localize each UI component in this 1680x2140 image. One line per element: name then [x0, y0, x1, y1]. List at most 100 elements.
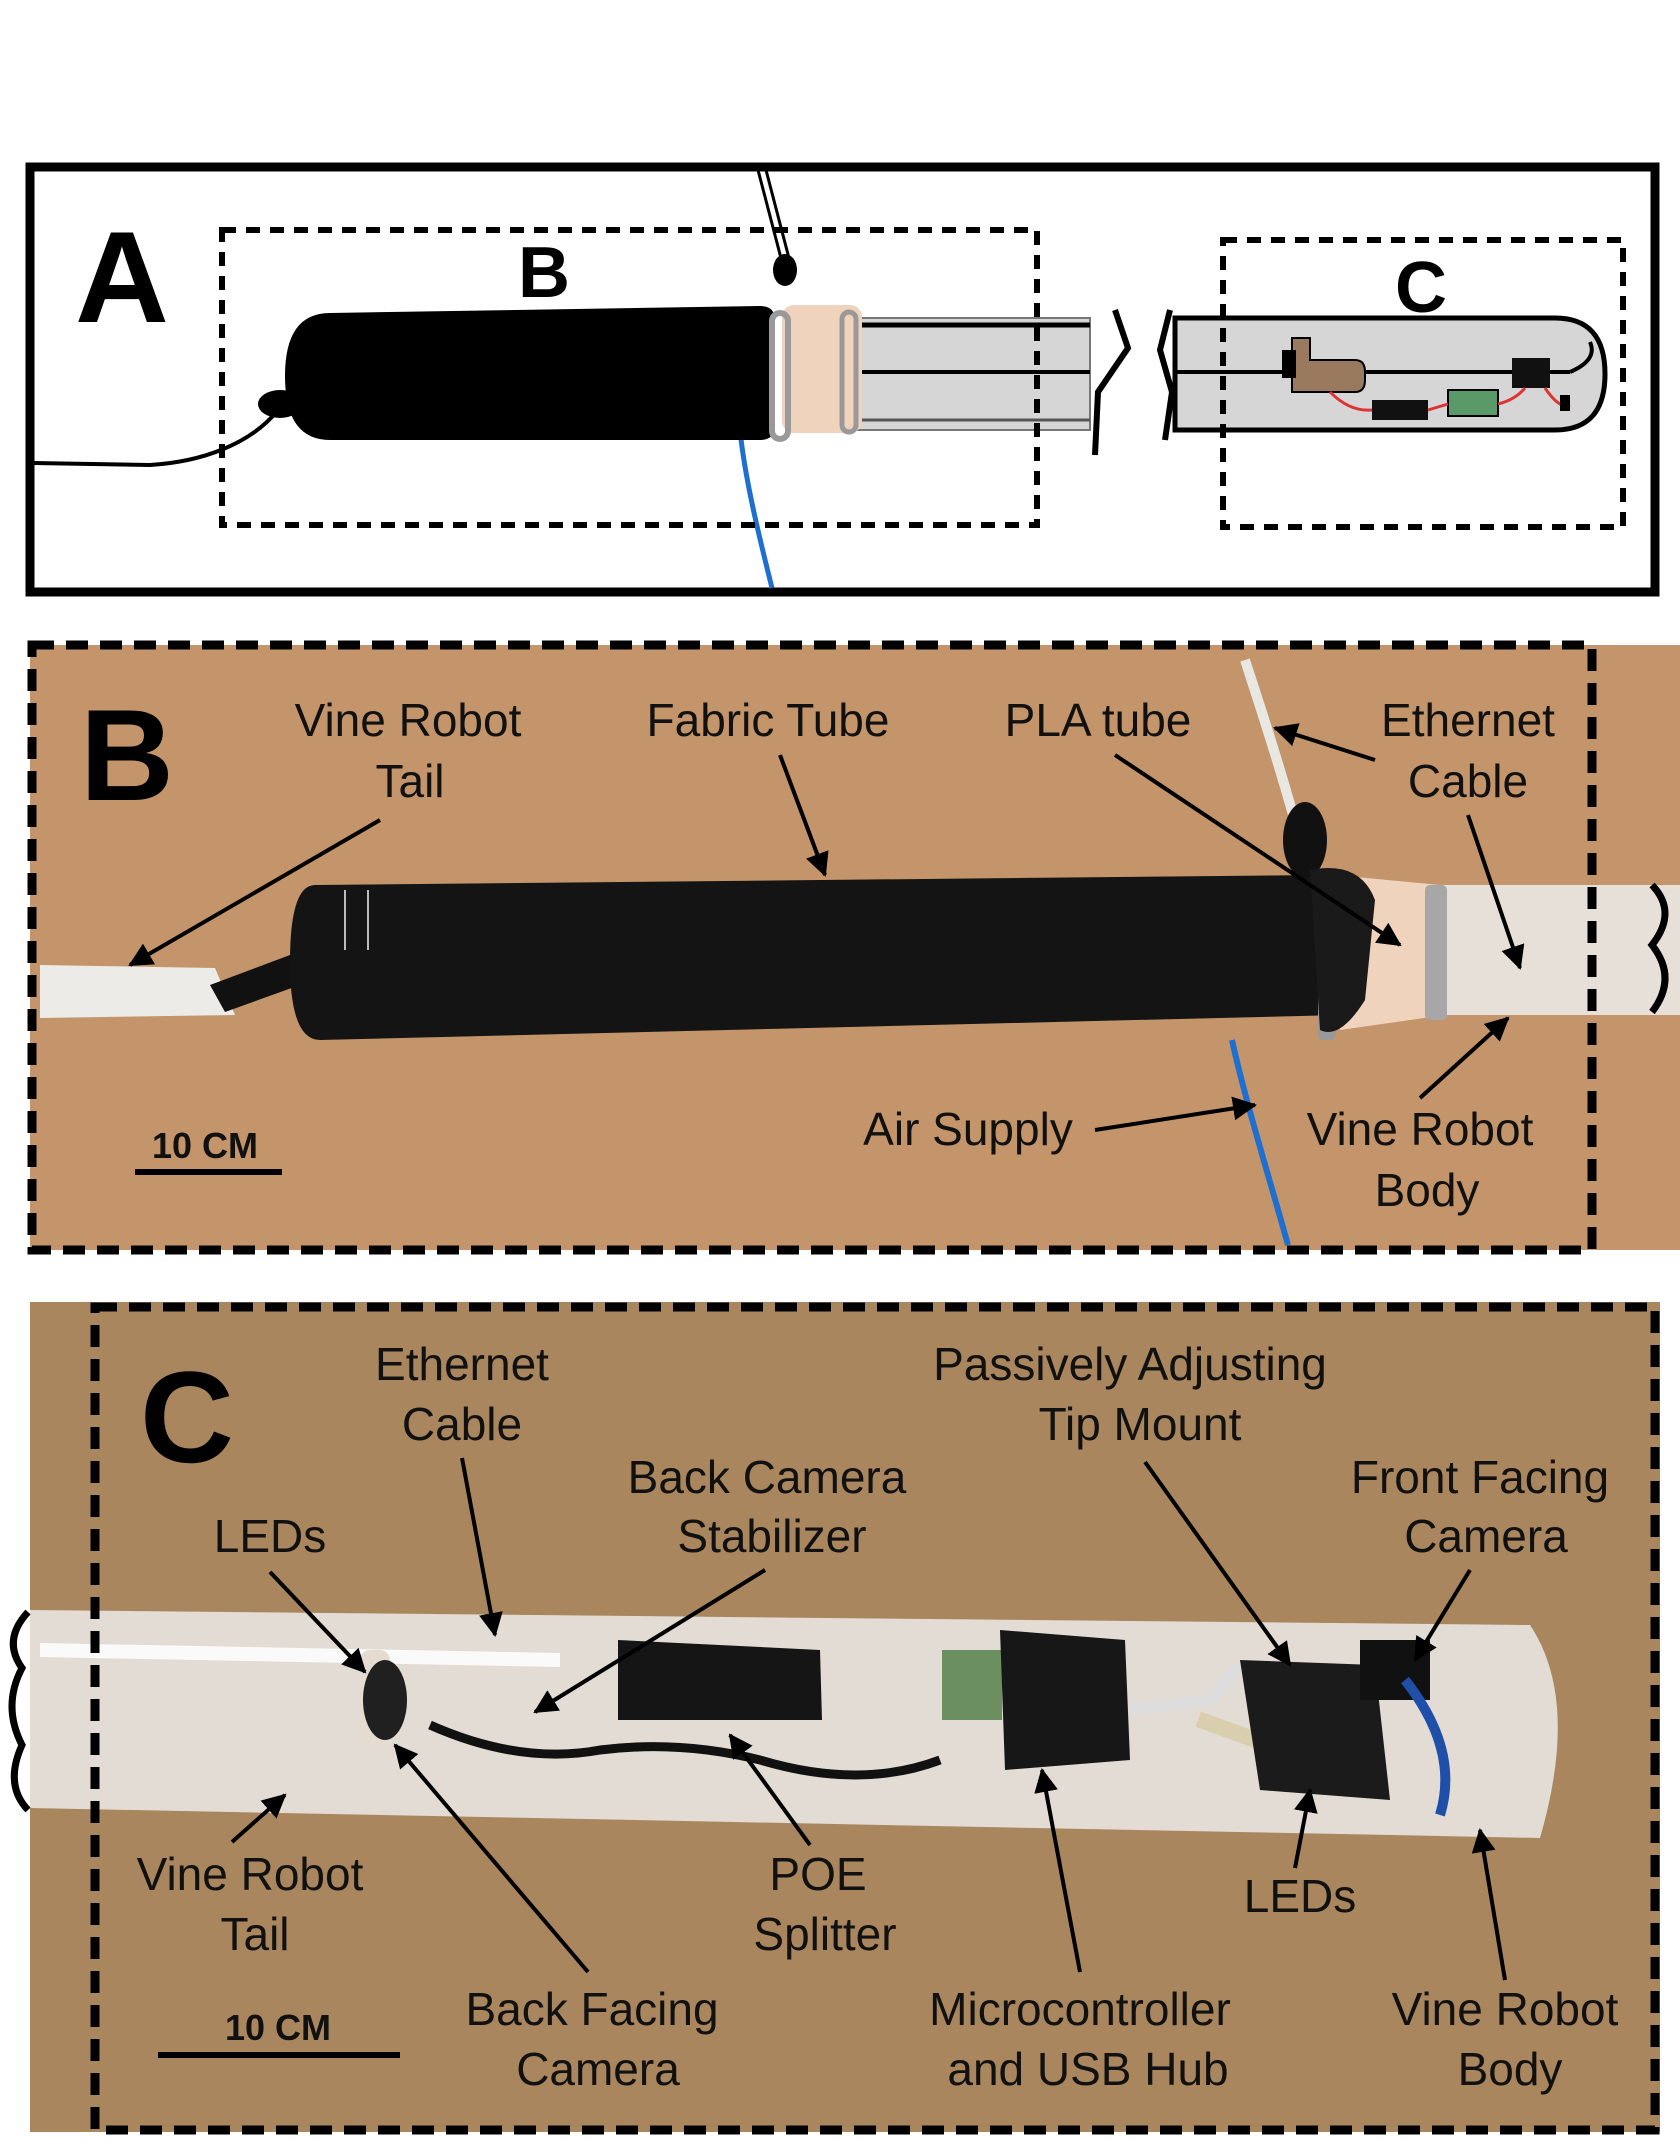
label-c-poe-1: POE — [769, 1848, 866, 1900]
label-c-body-1: Vine Robot — [1392, 1983, 1619, 2035]
poe-splitter-photo — [618, 1640, 822, 1720]
arrow-c-tail — [230, 1793, 287, 1844]
arrow-c-front — [1413, 1568, 1472, 1662]
label-c-poe-2: Splitter — [753, 1908, 896, 1960]
vine-tube-photo — [30, 1610, 1558, 1838]
front-lens-schematic — [1560, 395, 1570, 411]
microcontroller-photo — [942, 1650, 1002, 1720]
vine-robot-body-photo — [1440, 885, 1680, 1015]
label-c-passive-2: Tip Mount — [1039, 1398, 1242, 1450]
panel-c: C Ethernet Cable Passively Adjusting Tip… — [8, 1302, 1660, 2135]
tail-tie — [210, 955, 300, 1012]
arrow-c-leds-top — [268, 1570, 367, 1674]
fabric-tube-schematic — [285, 306, 775, 440]
arrow-c-back-stab — [533, 1568, 767, 1714]
tape-wrap-photo — [1310, 868, 1375, 1032]
label-c-micro-2: and USB Hub — [947, 2043, 1228, 2095]
vine-tail-fold-mark — [8, 1609, 31, 1813]
front-camera-schematic — [1512, 358, 1550, 388]
label-b-body-2: Body — [1375, 1164, 1480, 1216]
panel-b: B Vine Robot Tail Fabric Tube PLA tube E… — [27, 640, 1680, 1255]
arrow-b-eth-body — [1466, 814, 1525, 970]
label-c-back-stab-2: Stabilizer — [677, 1510, 866, 1562]
scale-bar-b-label: 10 CM — [152, 1125, 258, 1166]
box-b-label: B — [518, 233, 570, 313]
label-b-fabric: Fabric Tube — [647, 694, 890, 746]
blue-band — [1401, 1676, 1451, 1817]
label-c-leds-top: LEDs — [214, 1510, 326, 1562]
scale-bar-c-label: 10 CM — [225, 2007, 331, 2048]
ethernet-cable-c — [39, 1643, 561, 1667]
arrow-b-pla — [1113, 753, 1402, 947]
label-c-back-cam-2: Camera — [516, 2043, 680, 2095]
break-mark-right — [1156, 309, 1176, 441]
ethernet-cable-photo — [1240, 658, 1300, 824]
panel-a: A B C — [25, 162, 1660, 597]
panel-b-letter: B — [80, 682, 174, 828]
label-b-tail-1: Vine Robot — [295, 694, 522, 746]
air-line-schematic — [737, 429, 775, 589]
arrow-c-passive — [1143, 1460, 1292, 1667]
hose-clamp-photo — [1425, 885, 1447, 1020]
vine-robot-tail-photo — [40, 965, 235, 1018]
label-c-eth-1: Ethernet — [375, 1338, 549, 1390]
clamp-ring-left — [769, 310, 791, 442]
label-c-body-2: Body — [1458, 2043, 1563, 2095]
microcontroller-schematic — [1447, 389, 1499, 417]
label-c-back-cam-1: Back Facing — [465, 1983, 718, 2035]
ethernet-tie-photo — [1283, 802, 1327, 878]
vine-tip-fold — [1569, 341, 1594, 374]
clamp-ring-right — [839, 309, 859, 435]
label-b-tail-2: Tail — [375, 755, 444, 807]
label-b-air: Air Supply — [863, 1103, 1073, 1155]
arrow-b-fabric — [778, 754, 829, 877]
label-c-leds-bottom: LEDs — [1244, 1870, 1356, 1922]
ribbon-cable — [1129, 1661, 1245, 1716]
fabric-tube-photo — [290, 875, 1340, 1040]
tether-knot — [773, 254, 797, 286]
label-b-pla: PLA tube — [1005, 694, 1192, 746]
tip-mount-schematic — [1291, 337, 1366, 393]
tether-line-2 — [764, 169, 792, 263]
arrow-b-body — [1418, 1016, 1510, 1100]
arrow-c-eth — [460, 1457, 503, 1637]
air-supply-line-photo — [1229, 1039, 1291, 1246]
panel-b-frame — [27, 640, 1597, 1255]
panel-c-letter: C — [140, 1344, 234, 1490]
label-c-tail-1: Vine Robot — [137, 1848, 364, 1900]
label-c-front-2: Camera — [1404, 1510, 1568, 1562]
tether-line-1 — [756, 169, 784, 263]
arrow-c-poe — [728, 1733, 812, 1847]
tip-mount-photo — [1240, 1660, 1390, 1800]
arrow-b-tail — [128, 818, 382, 967]
tail-cable-schematic — [33, 408, 280, 468]
box-b-schematic — [219, 227, 1040, 528]
label-b-eth-2: Cable — [1408, 755, 1528, 807]
panel-a-letter: A — [75, 204, 169, 350]
pla-tube-schematic — [782, 305, 862, 433]
box-c-label: C — [1395, 248, 1447, 328]
arrow-b-eth-tube — [1273, 723, 1376, 762]
label-c-eth-2: Cable — [402, 1398, 522, 1450]
back-camera-schematic — [1282, 350, 1296, 378]
tail-knot-schematic — [258, 390, 302, 418]
label-c-tail-2: Tail — [220, 1908, 289, 1960]
panel-c-frame — [90, 1302, 1660, 2135]
arrow-c-back-cam — [393, 1743, 590, 1974]
back-camera-photo — [363, 1660, 407, 1740]
box-c-schematic — [1220, 237, 1626, 530]
arrow-b-air — [1094, 1096, 1257, 1132]
poe-wires — [428, 1720, 942, 1780]
label-b-body-1: Vine Robot — [1307, 1103, 1534, 1155]
arrow-c-leds-bottom — [1293, 1788, 1318, 1869]
usb-hub-photo — [1000, 1630, 1130, 1770]
label-c-front-1: Front Facing — [1351, 1451, 1609, 1503]
arrow-c-micro — [1034, 1768, 1082, 1973]
poe-splitter-schematic — [1372, 400, 1428, 420]
vine-body-fold-mark — [1647, 882, 1669, 1015]
label-b-eth-1: Ethernet — [1381, 694, 1555, 746]
label-c-micro-1: Microcontroller — [929, 1983, 1231, 2035]
wiring-schematic — [1328, 387, 1571, 412]
arrow-c-body — [1471, 1828, 1507, 1981]
